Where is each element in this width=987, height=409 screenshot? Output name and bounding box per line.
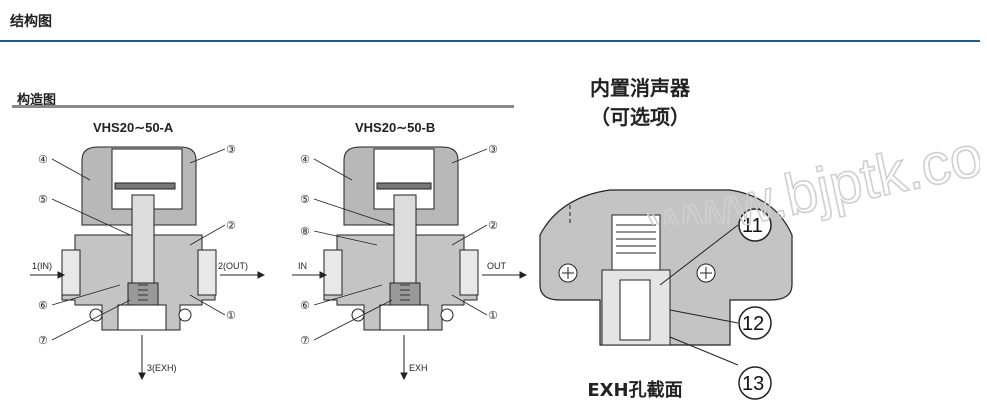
detail-diagram: 11 12 <box>539 189 793 366</box>
diagram-a-callout: ④ <box>38 153 48 166</box>
diagram-b-callout: ③ <box>488 143 498 156</box>
diagram-b-callout: ② <box>488 219 498 232</box>
diagram-b-callout: ④ <box>300 153 310 166</box>
diagram-b-callout: ⑥ <box>300 299 310 312</box>
diagram-a-port-out: 2(OUT) <box>218 261 248 271</box>
diagram-a-callout: ⑦ <box>38 334 48 347</box>
diagram-b-stem <box>393 194 417 286</box>
diagram-b-port-out: OUT <box>487 261 507 271</box>
diagram-a-callout: ② <box>226 219 236 232</box>
section-title: 构造图 <box>17 93 57 108</box>
diagram-a-callout: ⑥ <box>38 299 48 312</box>
page-title: 结构图 <box>10 14 52 30</box>
diagram-a-label: VHS20∼50-A <box>93 120 174 135</box>
detail-title-line2: （可选项） <box>590 105 690 129</box>
diagram-b: IN OUT EXH ④ ③ ⑤ ⑧ ② ⑥ ① ⑦ <box>292 143 527 380</box>
diagram-b-label: VHS20∼50-B <box>355 120 436 135</box>
diagram-a-callout: ③ <box>226 143 236 156</box>
detail-callout: 13 <box>742 373 764 395</box>
diagram-a: 1(IN) 2(OUT) 3(EXH) ④ ③ ⑤ ② ⑥ ① ⑦ <box>30 143 265 380</box>
detail-title-line1: 内置消声器 <box>590 76 690 100</box>
detail-callout: 11 <box>742 215 763 237</box>
header-rule <box>0 40 980 42</box>
diagram-a-callout: ① <box>226 309 236 322</box>
diagram-a-stem <box>131 194 155 286</box>
watermark-text: www.bjptk.com <box>642 113 980 225</box>
detail-callout: 12 <box>742 313 764 335</box>
diagram-b-port-in: IN <box>298 261 307 271</box>
page-header: 结构图 <box>0 0 987 44</box>
section-rule <box>12 105 514 108</box>
watermark: www.bjptk.com <box>642 112 980 225</box>
detail-callout-13: 13 <box>738 366 772 400</box>
diagram-b-port-exh: EXH <box>409 363 428 373</box>
detail-caption: EXH孔截面 <box>587 380 683 401</box>
diagram-a-port-exh: 3(EXH) <box>147 363 177 373</box>
diagram-a-port-in: 1(IN) <box>32 261 52 271</box>
diagram-b-callout: ⑦ <box>300 334 310 347</box>
diagram-b-callout: ⑧ <box>300 225 310 238</box>
diagram-b-callout: ⑤ <box>300 193 310 206</box>
diagram-a-callout: ⑤ <box>38 193 48 206</box>
diagram-b-callout: ① <box>488 309 498 322</box>
